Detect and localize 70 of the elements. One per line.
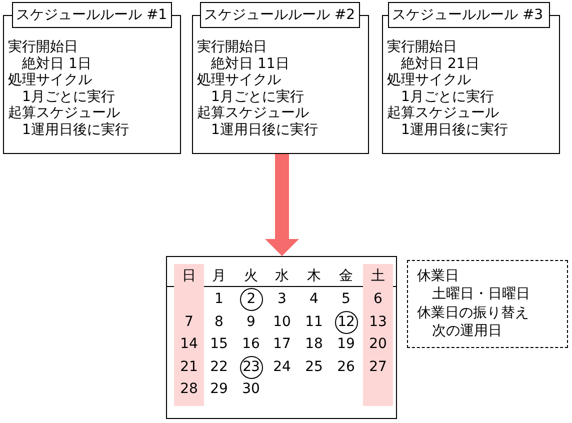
day-number: 14 bbox=[180, 336, 198, 352]
rule-text: 処理サイクル bbox=[8, 72, 92, 88]
weekday-header: 金 bbox=[339, 268, 353, 284]
weekday-header: 日 bbox=[182, 268, 196, 284]
note-text: 土曜日・日曜日 bbox=[432, 286, 530, 302]
day-number: 26 bbox=[337, 359, 355, 375]
day-number: 20 bbox=[369, 336, 387, 352]
day-number: 22 bbox=[210, 359, 228, 375]
rule-text: 実行開始日 bbox=[8, 39, 78, 55]
day-number: 30 bbox=[242, 381, 260, 397]
day-number: 1 bbox=[214, 291, 224, 307]
day-number: 24 bbox=[273, 359, 291, 375]
day-number: 3 bbox=[278, 291, 286, 307]
weekday-header: 木 bbox=[307, 268, 321, 284]
rule-text: 1月ごとに実行 bbox=[401, 88, 494, 104]
day-number: 25 bbox=[305, 359, 323, 375]
circled-date: 23 bbox=[240, 356, 262, 378]
rule-text: 1月ごとに実行 bbox=[22, 88, 115, 104]
day-number: 21 bbox=[180, 359, 198, 375]
rule-text: 1運用日後に実行 bbox=[211, 122, 318, 138]
day-number: 15 bbox=[210, 336, 228, 352]
circled-date: 12 bbox=[334, 310, 358, 334]
day-number: 4 bbox=[310, 291, 318, 307]
rule-text: 実行開始日 bbox=[387, 39, 457, 55]
rule-text: 処理サイクル bbox=[197, 72, 281, 88]
rule-text: 絶対日 1日 bbox=[22, 56, 92, 72]
rule-text: 1月ごとに実行 bbox=[211, 88, 304, 104]
day-number: 11 bbox=[305, 314, 323, 330]
schedule-rule-card bbox=[192, 2, 369, 154]
rule-text: 起算スケジュール bbox=[8, 105, 120, 121]
circled-date: 2 bbox=[240, 288, 262, 310]
schedule-rule-card bbox=[382, 2, 560, 154]
rule-title: スケジュールルール #3 bbox=[392, 7, 544, 23]
day-number: 19 bbox=[337, 336, 355, 352]
rule-text: 実行開始日 bbox=[197, 39, 267, 55]
day-number: 6 bbox=[374, 291, 382, 307]
day-number: 13 bbox=[369, 314, 387, 330]
note-text: 休業日の振り替え bbox=[417, 304, 529, 321]
day-number: 29 bbox=[210, 381, 228, 397]
rule-title: スケジュールルール #2 bbox=[204, 7, 356, 23]
day-number: 8 bbox=[214, 314, 224, 330]
rule-text: 1運用日後に実行 bbox=[401, 122, 508, 138]
weekend-column bbox=[174, 264, 204, 406]
day-number: 27 bbox=[369, 359, 387, 375]
calendar-frame bbox=[166, 256, 397, 419]
weekend-column bbox=[363, 264, 393, 406]
day-number: 5 bbox=[342, 291, 350, 307]
weekday-header: 月 bbox=[212, 268, 226, 284]
day-number: 9 bbox=[246, 314, 256, 330]
note-text: 次の運用日 bbox=[432, 322, 502, 339]
schedule-rule-card bbox=[3, 2, 181, 154]
rule-text: 絶対日 11日 bbox=[211, 56, 290, 72]
rule-text: 1運用日後に実行 bbox=[22, 122, 129, 138]
rule-text: 処理サイクル bbox=[387, 72, 471, 88]
note-text: 休業日 bbox=[417, 268, 459, 284]
weekday-header: 水 bbox=[275, 268, 289, 284]
day-number: 18 bbox=[305, 336, 323, 352]
weekday-header: 火 bbox=[244, 268, 258, 284]
rule-title: スケジュールルール #1 bbox=[16, 7, 168, 23]
rule-text: 起算スケジュール bbox=[387, 105, 499, 121]
rule-text: 起算スケジュール bbox=[197, 105, 309, 121]
day-number: 28 bbox=[180, 381, 198, 397]
arrow bbox=[265, 154, 299, 256]
day-number: 16 bbox=[242, 336, 260, 352]
note-box bbox=[407, 260, 568, 348]
day-number: 17 bbox=[273, 336, 291, 352]
weekday-header: 土 bbox=[371, 268, 385, 284]
rule-text: 絶対日 21日 bbox=[401, 56, 480, 72]
day-number: 7 bbox=[184, 314, 194, 330]
day-number: 10 bbox=[273, 314, 291, 330]
